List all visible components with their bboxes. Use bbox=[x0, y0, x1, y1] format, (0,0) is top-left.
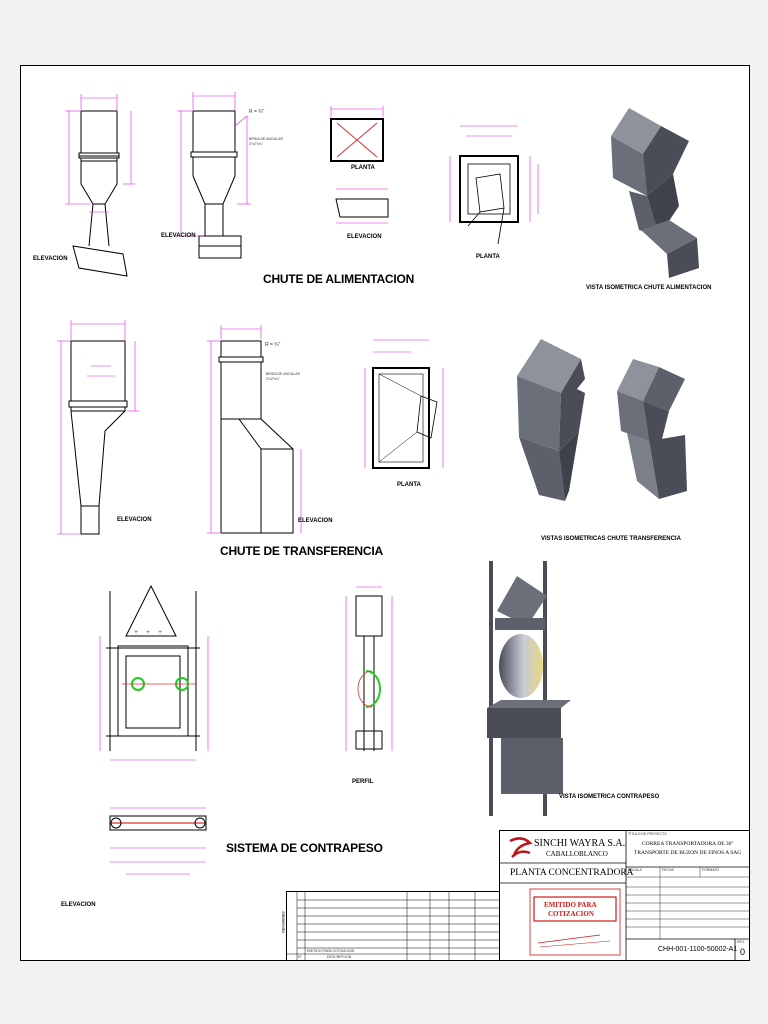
formato-label: FORMATO bbox=[702, 868, 720, 872]
plant-name: PLANTA CONCENTRADORA bbox=[510, 868, 634, 878]
drawing-sheet: ELEVACION R = ¾" BRIDA DE ANGULAR 2"x2"x… bbox=[20, 65, 750, 961]
alimentacion-plan-2 bbox=[449, 125, 539, 245]
transferencia-title: CHUTE DE TRANSFERENCIA bbox=[220, 544, 383, 558]
transferencia-elevation-2-label: ELEVACION bbox=[298, 518, 333, 524]
transferencia-elevation-1-label: ELEVACION bbox=[117, 517, 152, 523]
alimentacion-note-brida-size: 2"x2"x¼" bbox=[249, 142, 264, 146]
transferencia-note-brida-size: 2"x2"x¼" bbox=[266, 377, 281, 381]
transferencia-iso-caption: VISTAS ISOMETRICAS CHUTE TRANSFERENCIA bbox=[541, 536, 681, 542]
alimentacion-isometric-view bbox=[611, 108, 699, 278]
revision-label: REV. bbox=[737, 940, 745, 944]
fecha-label: FECHA bbox=[662, 868, 674, 872]
contrapeso-profile-label: PERFIL bbox=[352, 779, 374, 785]
contrapeso-isometric-view bbox=[487, 561, 571, 816]
escala-label: ESCALA bbox=[628, 868, 642, 872]
revisions-table: REVISIONES N° DESCRIPCION EMITIDO PARA C… bbox=[282, 891, 500, 961]
alimentacion-plan-1-label: PLANTA bbox=[351, 165, 375, 171]
alimentacion-elevation-3-label: ELEVACION bbox=[347, 234, 382, 240]
stamp-line-2: COTIZACION bbox=[548, 910, 594, 918]
alimentacion-plan-1 bbox=[330, 106, 384, 162]
transferencia-elevation-2 bbox=[207, 325, 302, 534]
alimentacion-note-brida: BRIDA DE ANGULAR bbox=[249, 137, 284, 141]
contrapeso-title: SISTEMA DE CONTRAPESO bbox=[226, 841, 383, 855]
transferencia-plan-label: PLANTA bbox=[397, 482, 421, 488]
alimentacion-note-r: R = ¾" bbox=[249, 109, 265, 115]
company-unit: CABALLOBLANCO bbox=[546, 850, 608, 858]
drawing-number: CHH-001-1100-50002-A1 bbox=[658, 946, 738, 953]
alimentacion-elevation-1 bbox=[65, 94, 135, 277]
alimentacion-iso-caption: VISTA ISOMETRICA CHUTE ALIMENTACION bbox=[586, 285, 712, 291]
svg-text:+: + bbox=[134, 629, 138, 636]
alimentacion-plan-2-label: PLANTA bbox=[476, 254, 500, 260]
revision-number: 0 bbox=[740, 947, 746, 957]
alimentacion-elevation-3 bbox=[335, 188, 389, 224]
svg-text:+: + bbox=[158, 629, 162, 636]
transferencia-elevation-1 bbox=[57, 320, 139, 535]
revisions-side-label: REVISIONES bbox=[281, 911, 286, 933]
alimentacion-title: CHUTE DE ALIMENTACION bbox=[263, 272, 415, 286]
transferencia-plan bbox=[364, 339, 444, 469]
project-line-2: TRANSPORTE DE BUZON DE FINOS A SAG bbox=[634, 850, 742, 856]
contrapeso-elevation-label: ELEVACION bbox=[61, 902, 96, 908]
alimentacion-elevation-2 bbox=[177, 92, 251, 259]
transferencia-isometric-views bbox=[517, 339, 687, 501]
transferencia-note-brida: BRIDA DE ANGULAR bbox=[266, 372, 301, 376]
alimentacion-elevation-2-label: ELEVACION bbox=[161, 233, 196, 239]
project-label: TITULO DE PROYECTO bbox=[628, 832, 667, 836]
svg-text:+: + bbox=[146, 629, 150, 636]
contrapeso-front-view: + + + bbox=[99, 584, 209, 761]
title-block: SINCHI WAYRA S.A. CABALLOBLANCO PLANTA C… bbox=[499, 830, 750, 961]
project-line-1: CORREA TRANSPORTADORA DE 30" bbox=[642, 841, 734, 847]
revisions-col-desc: DESCRIPCION bbox=[327, 955, 352, 959]
revisions-row0-desc: EMITIDO PARA COTIZACION bbox=[307, 949, 355, 953]
company-name: SINCHI WAYRA S.A. bbox=[534, 838, 626, 849]
stamp-line-1: EMITIDO PARA bbox=[544, 901, 597, 909]
contrapeso-profile-view bbox=[345, 586, 393, 751]
contrapeso-iso-caption: VISTA ISOMETRICA CONTRAPESO bbox=[559, 794, 660, 800]
alimentacion-elevation-1-label: ELEVACION bbox=[33, 256, 68, 262]
contrapeso-elevation-view bbox=[109, 807, 207, 875]
revisions-col-no: N° bbox=[298, 955, 302, 959]
transferencia-note-r: R = ¾" bbox=[265, 342, 281, 348]
